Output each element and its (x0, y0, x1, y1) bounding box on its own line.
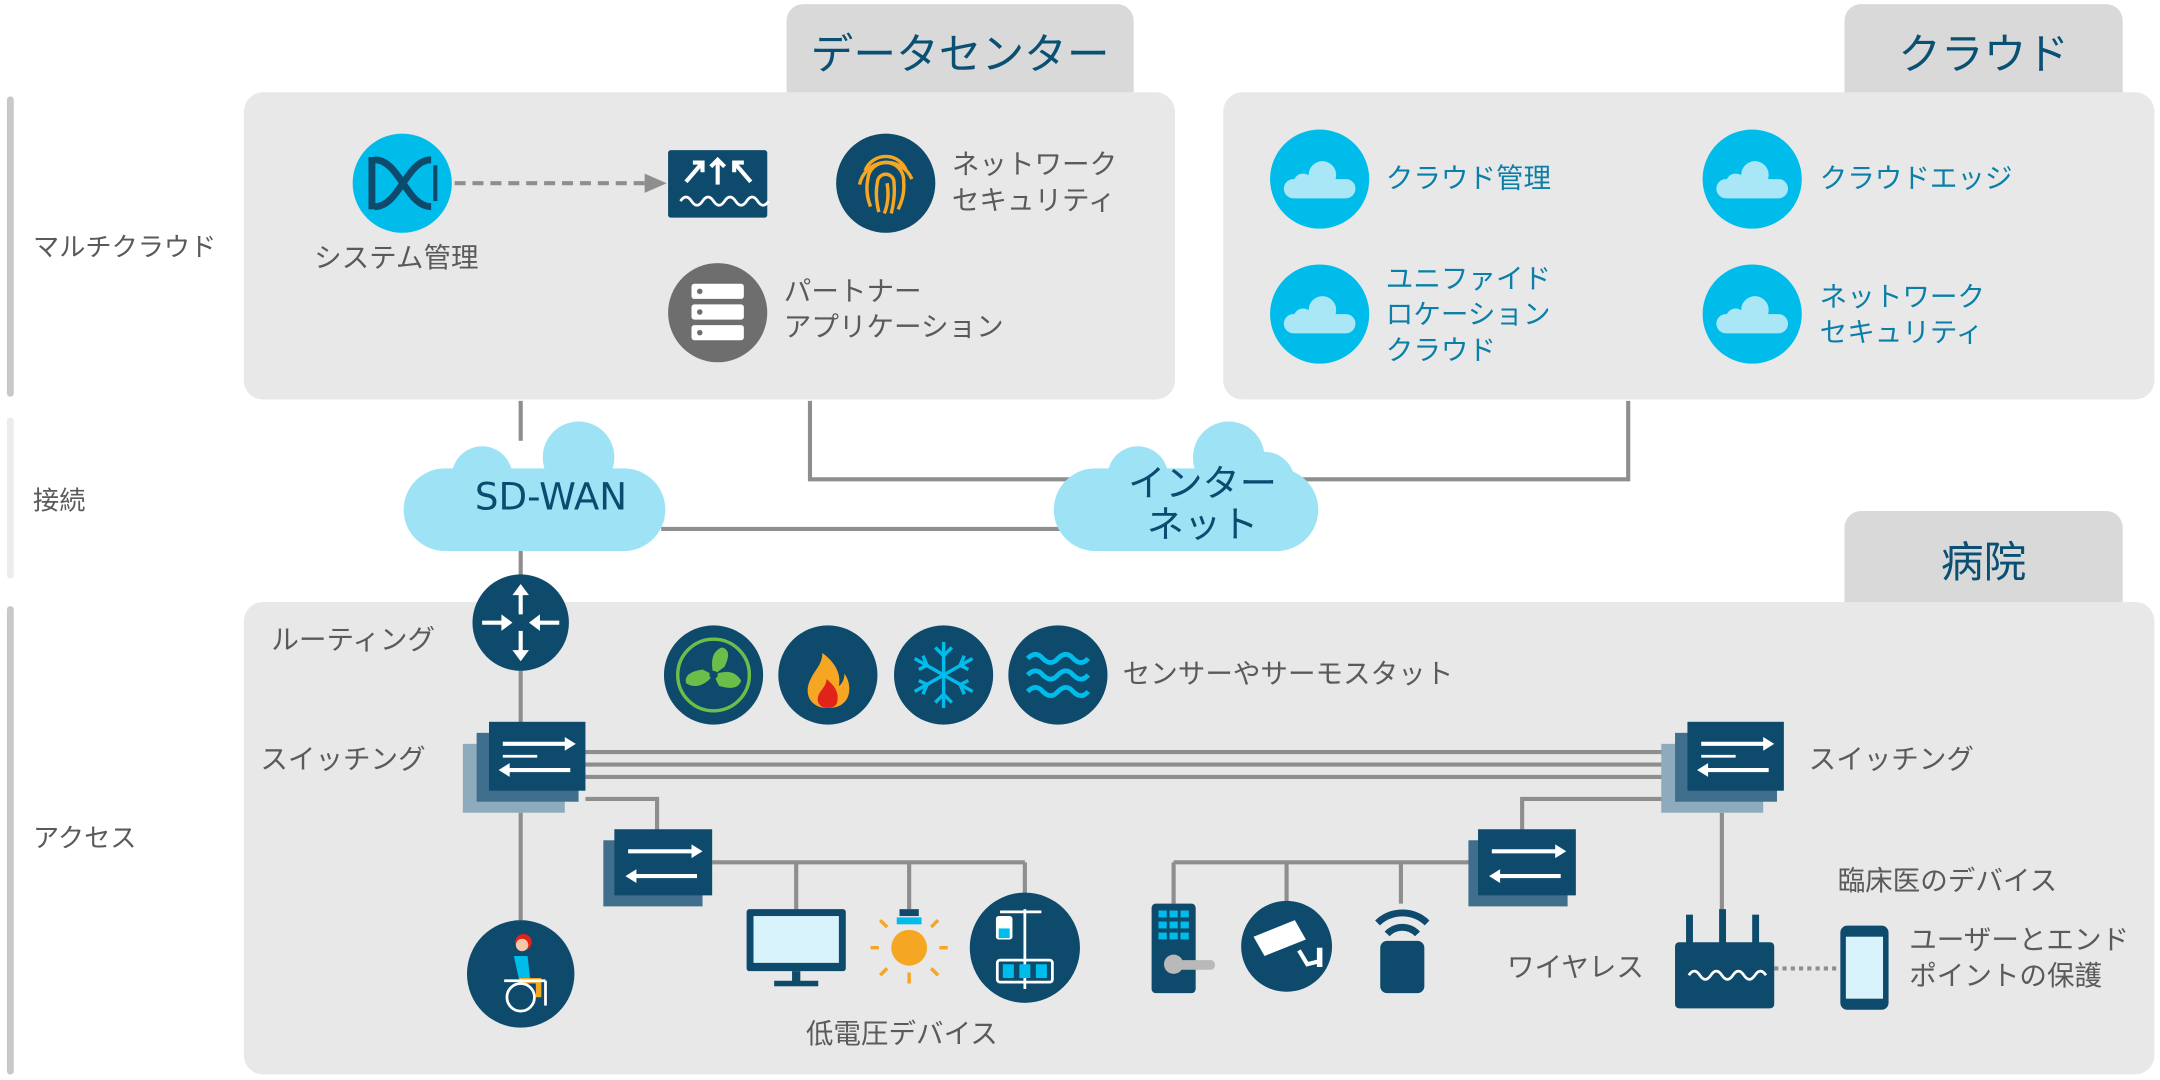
hospital-title: 病院 (1940, 537, 2027, 588)
fingerprint-icon (836, 133, 936, 233)
firewall-icon (668, 150, 770, 218)
access-bar (6, 606, 14, 1075)
cloud-icon (1270, 129, 1370, 229)
cloud-title: クラウド (1898, 29, 2070, 80)
smartphone-icon (1840, 925, 1889, 1010)
light-bulb-icon (870, 909, 948, 984)
fan-icon (663, 625, 764, 725)
monitor-icon (746, 909, 846, 987)
internet-label-line1: インター (1128, 462, 1277, 506)
cloud-tab: クラウド (1844, 4, 2123, 96)
cloud-icon (1702, 264, 1802, 364)
side-label-connect: 接続 (33, 486, 86, 517)
internet-label-line2: ネット (1146, 504, 1259, 547)
wireless-label: ワイヤレス (1506, 950, 1644, 984)
sdwan-label: SD-WAN (474, 476, 628, 520)
mgmt-arrow-head (644, 173, 667, 193)
routing-label: ルーティング (271, 622, 436, 656)
side-label-access: アクセス (33, 823, 137, 855)
user-endpoint-protection-line2: ポイントの保護 (1909, 958, 2103, 992)
user-endpoint-protection-line1: ユーザーとエンド (1909, 922, 2130, 956)
switch-icon (1468, 829, 1576, 907)
hospital-tab: 病院 (1844, 511, 2123, 605)
switch-icon (603, 829, 713, 907)
network-security-label-line2: セキュリティ (951, 183, 1116, 217)
security-camera-icon (1241, 900, 1333, 992)
server-icon (668, 263, 768, 363)
datacenter-tab: データセンター (786, 4, 1134, 96)
patient-wheelchair-icon (466, 920, 575, 1028)
cloud-network-security-line1: ネットワーク (1819, 279, 1985, 313)
cloud-panel (1223, 92, 2155, 400)
water-waves-icon (1008, 625, 1108, 725)
system-management-icon (352, 133, 452, 233)
multicloud-bar (6, 96, 14, 397)
side-label-multicloud: マルチクラウド (33, 232, 217, 264)
iv-pump-icon (969, 892, 1080, 1003)
snowflake-icon (893, 625, 994, 725)
clinician-devices-label: 臨床医のデバイス (1837, 863, 2058, 897)
partner-app-label-line1: パートナー (783, 274, 922, 308)
network-security-label-line1: ネットワーク (951, 147, 1118, 181)
switch-icon (1661, 721, 1784, 813)
low-voltage-devices-label: 低電圧デバイス (805, 1016, 998, 1050)
wireless-sensor-icon (1375, 909, 1430, 994)
system-management-label: システム管理 (314, 241, 479, 275)
partner-app-label-line2: アプリケーション (783, 309, 1004, 343)
connect-bar (6, 417, 14, 579)
switching-right-label: スイッチング (1808, 742, 1974, 776)
cloud-edge-label: クラウドエッジ (1819, 161, 2013, 195)
flame-icon (778, 625, 878, 725)
cloud-icon (1270, 264, 1370, 364)
door-lock-keypad-icon (1151, 903, 1215, 994)
unified-location-cloud-line2: ロケーション (1385, 297, 1551, 331)
connector-lines (518, 400, 1724, 937)
cloud-management-label: クラウド管理 (1385, 161, 1552, 195)
switching-left-label: スイッチング (260, 742, 426, 776)
cloud-icon (1702, 129, 1802, 229)
internet-cloud-shape (1053, 421, 1319, 551)
unified-location-cloud-line3: クラウド (1385, 333, 1496, 367)
wireless-access-point-icon (1675, 909, 1775, 1009)
sdwan-cloud-shape (403, 421, 666, 551)
unified-location-cloud-line1: ユニファイド (1385, 261, 1552, 295)
sensors-thermostats-label: センサーやサーモスタット (1122, 657, 1454, 691)
cloud-network-security-line2: セキュリティ (1819, 315, 1984, 349)
datacenter-title: データセンター (810, 29, 1110, 80)
router-icon (472, 574, 569, 671)
switch-icon (462, 721, 586, 813)
